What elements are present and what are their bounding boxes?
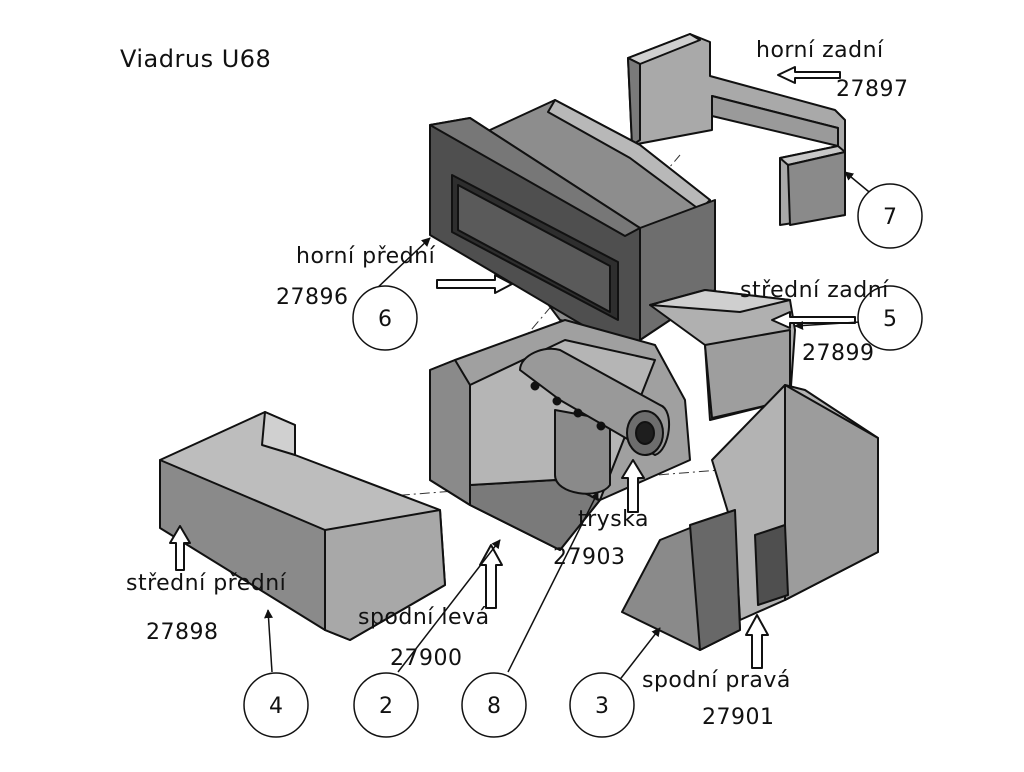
part-code-stredni-zadni: 27899: [802, 341, 875, 366]
part-name-stredni-predni: střední přední: [126, 571, 287, 596]
diagram-title: Viadrus U68: [120, 45, 272, 73]
part-horni-zadni: [627, 33, 846, 226]
callout-3: [569, 672, 635, 738]
callout-number-8: 8: [487, 694, 501, 719]
part-tryska: [519, 347, 671, 495]
arrow-stredni-predni: [169, 525, 191, 571]
part-code-tryska: 27903: [553, 545, 626, 570]
part-code-stredni-predni: 27898: [146, 620, 219, 645]
callout-number-3: 3: [595, 694, 609, 719]
part-horni-predni: [429, 99, 716, 351]
arrow-spodni-leva: [479, 544, 503, 609]
callout-4: [243, 672, 309, 738]
part-code-spodni-prava: 27901: [702, 705, 775, 730]
callout-number-7: 7: [883, 205, 897, 230]
callout-6: [352, 285, 418, 351]
part-name-spodni-prava: spodní pravá: [642, 668, 791, 693]
part-name-stredni-zadni: střední zadní: [740, 278, 889, 303]
callout-circles: [243, 183, 923, 738]
part-code-spodni-leva: 27900: [390, 646, 463, 671]
callout-number-5: 5: [883, 307, 897, 332]
part-name-tryska: tryska: [578, 507, 649, 532]
callout-number-2: 2: [379, 694, 393, 719]
callout-numbers: 6 7 5 4 2 8 3: [269, 205, 897, 719]
arrow-horni-zadni: [777, 66, 841, 84]
part-stredni-zadni: [649, 289, 796, 421]
part-name-horni-predni: horní přední: [296, 244, 436, 269]
part-code-horni-predni: 27896: [276, 285, 349, 310]
hollow-arrows: [169, 66, 856, 669]
part-name-horni-zadni: horní zadní: [756, 38, 884, 63]
part-code-horni-zadni: 27897: [836, 77, 909, 102]
callout-2: [353, 672, 419, 738]
callout-number-6: 6: [378, 307, 392, 332]
callout-8: [461, 672, 527, 738]
callout-5: [857, 285, 923, 351]
part-spodni-prava: [621, 384, 879, 651]
arrow-spodni-prava: [745, 614, 769, 669]
callout-7: [857, 183, 923, 249]
arrow-tryska: [621, 459, 645, 513]
callout-number-4: 4: [269, 694, 283, 719]
part-name-spodni-leva: spodní levá: [358, 605, 490, 630]
arrow-horni-predni: [436, 274, 513, 294]
part-stredni-predni: [159, 411, 446, 641]
